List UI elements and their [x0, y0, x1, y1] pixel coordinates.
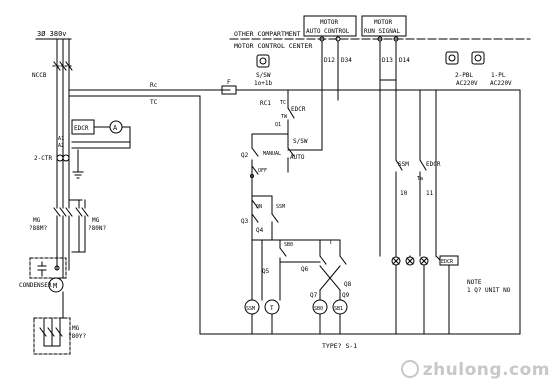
ssm-contact-label: SSM — [276, 204, 285, 210]
other-compartment-label: OTHER COMPARTMENT — [234, 30, 301, 38]
a2-label: A2 — [58, 143, 64, 149]
ss-top-sub-label: 1o+1b — [254, 80, 272, 87]
pbl-voltage: AC220V — [456, 80, 478, 87]
t-coil-label: T — [270, 305, 274, 312]
ammeter-label: A — [113, 124, 118, 132]
q2-label: Q2 — [241, 152, 249, 159]
q4-label: Q4 — [256, 227, 264, 234]
nccb-breaker-icon — [52, 61, 73, 71]
mg-80n-contactor — [68, 199, 89, 253]
sb1-coil-label: SB1 — [334, 306, 343, 312]
tw-label: TW — [281, 114, 288, 120]
auto-label: AUTO — [290, 154, 305, 161]
mg-80y-contactor — [33, 317, 71, 355]
interlock-cross — [319, 265, 341, 291]
sb0-t-contacts — [271, 239, 347, 301]
watermark-text: zhulong.com — [422, 360, 550, 380]
selector-switch-icon — [256, 54, 270, 68]
mg2-label: MG — [92, 217, 100, 224]
sb0-coil-label: SB0 — [314, 306, 323, 312]
condenser-icon — [29, 257, 67, 279]
nccb-label: NCCB — [32, 72, 47, 79]
right-run-contacts — [379, 79, 437, 257]
mg2-value: ?80N? — [88, 225, 106, 232]
motor-run-signal-box — [361, 15, 407, 37]
edcr-relay-contact — [287, 89, 295, 135]
edcr-lamp-label: EDCR — [441, 259, 454, 265]
sb0-contact-label: SB0 — [284, 242, 293, 248]
fuse-label: F — [227, 79, 231, 86]
motor-auto-label-1: MOTOR — [320, 19, 338, 26]
mg3-value: ?80Y? — [68, 333, 86, 340]
q8-label: Q8 — [344, 281, 352, 288]
rc-label: Rc — [150, 82, 158, 89]
manual-label: MANUAL — [263, 151, 281, 157]
terminal-circles — [319, 36, 399, 42]
n11-label: 11 — [426, 190, 434, 197]
pbl-label: 2-PBL — [455, 72, 473, 79]
mg1-value: ?88M? — [29, 225, 47, 232]
condenser-label: CONDENSER — [19, 282, 52, 289]
d12-label: D12 — [324, 57, 335, 64]
motor-run-label-1: MOTOR — [374, 19, 392, 26]
d13-label: D13 — [382, 57, 393, 64]
d14-label: D14 — [399, 57, 410, 64]
edcr-relay-label: EDCR — [291, 106, 306, 113]
ctr-label: 2-CTR — [34, 155, 52, 162]
on-contact — [251, 199, 259, 223]
n10-label: 10 — [400, 190, 408, 197]
ssm-holding-contact — [251, 195, 279, 241]
off-contact — [250, 165, 259, 178]
tc-label: TC — [150, 99, 158, 106]
ssm-right-label: SSM — [398, 161, 409, 168]
edcr-right-label: EDCR — [426, 161, 441, 168]
ss-top-label: S/SW — [256, 72, 271, 79]
ss-mid-label: S/SW — [293, 138, 308, 145]
mg-88m-contactor — [53, 199, 73, 271]
on-label: ON — [256, 204, 262, 210]
tc-relay-label: TC — [280, 100, 286, 106]
q9-label: Q9 — [342, 292, 350, 299]
motor-auto-control-box — [303, 15, 357, 37]
watermark: zhulong.com — [400, 360, 550, 380]
note-text: 1 Q? UNIT NO — [467, 287, 511, 294]
motor-label: M — [53, 282, 57, 290]
ct-icon — [56, 154, 70, 162]
type-label: TYPE? S-1 — [322, 342, 357, 350]
mcc-label: MOTOR CONTROL CENTER — [234, 42, 312, 50]
edcr-box-label: EDCR — [74, 125, 89, 132]
q7-label: Q7 — [310, 292, 318, 299]
motor-auto-label-2: AUTO CONTROL — [306, 28, 350, 35]
a1-label: A1 — [58, 136, 64, 142]
pbl-lamp-icon — [445, 51, 459, 65]
q5-label: Q5 — [262, 268, 270, 275]
motor-run-label-2: RUN SIGNAL — [364, 28, 401, 35]
ssm-coil-label: SSM — [246, 306, 255, 312]
mg3-label: MG — [72, 325, 80, 332]
pl-label: 1-PL — [491, 72, 506, 79]
q1-label: Q1 — [275, 122, 281, 128]
pl-voltage: AC220V — [490, 80, 512, 87]
note-title: NOTE — [467, 279, 482, 286]
off-label: OFF — [258, 168, 267, 174]
watermark-logo-icon — [400, 360, 419, 378]
q6-label: Q6 — [301, 266, 309, 273]
mg1-label: MG — [33, 217, 41, 224]
selector-switch-contacts — [251, 133, 323, 241]
ground-icon — [72, 149, 84, 179]
pl-lamp-icon — [471, 51, 485, 65]
supply-label: 3Ø 380v — [37, 30, 67, 38]
motor-icon — [48, 277, 64, 293]
indicator-lamp-row — [391, 255, 429, 335]
d34-label: D34 — [341, 57, 352, 64]
rc1-label: RC1 — [260, 100, 271, 107]
t-contact-label: T — [329, 239, 333, 246]
q3-label: Q3 — [241, 218, 249, 225]
